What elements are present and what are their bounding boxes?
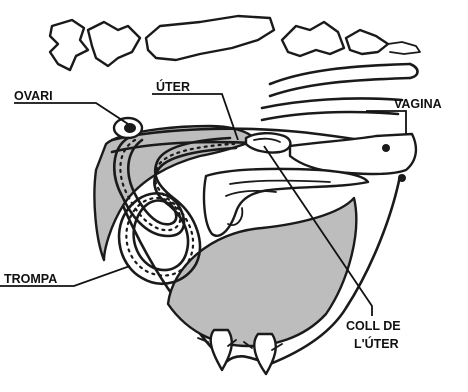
label-ovari: OVARI [14, 89, 53, 103]
vulva-dot-1 [382, 144, 390, 152]
mammary-gland [168, 198, 356, 346]
label-uter: ÚTER [156, 79, 190, 94]
ovary-follicle [124, 123, 136, 133]
tail-bone [388, 42, 420, 54]
label-coll-line1: COLL DE [346, 319, 401, 333]
leader-ovari [14, 103, 128, 124]
label-trompa: TROMPA [4, 272, 57, 286]
label-coll-line2: L'ÚTER [354, 336, 399, 351]
label-vagina: VAGINA [394, 97, 442, 111]
vertebra-3 [146, 16, 274, 60]
vertebra-5 [346, 30, 388, 54]
vertebra-4 [282, 22, 344, 56]
vertebra-1 [50, 20, 88, 70]
vagina-canal [290, 134, 416, 174]
vertebrae [50, 16, 420, 70]
vertebra-2 [88, 22, 140, 66]
leader-vagina [366, 111, 406, 134]
cervix [246, 133, 290, 152]
vulva-dot-2 [398, 174, 406, 182]
